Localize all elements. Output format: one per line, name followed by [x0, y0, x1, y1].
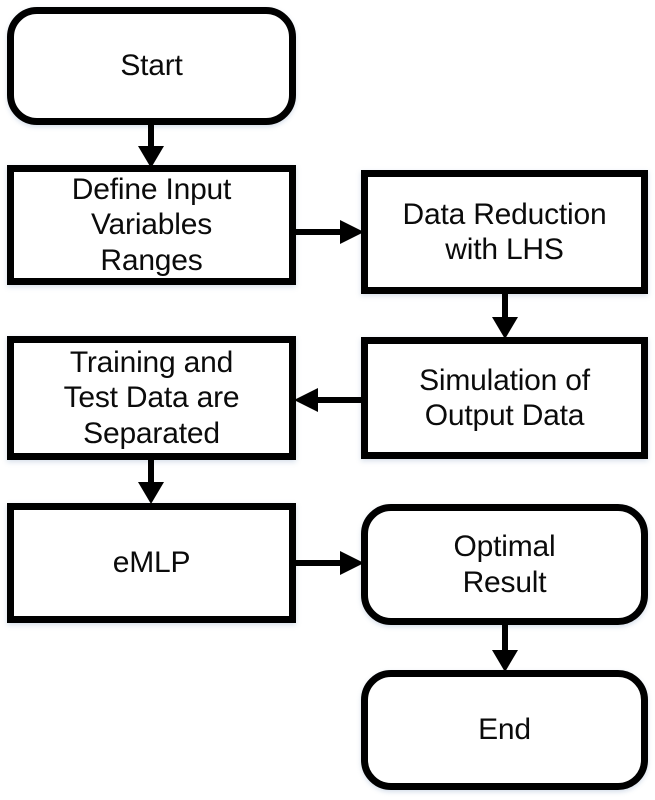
edge-data-reduction-to-simulation [482, 291, 528, 341]
node-data-reduction-label: Data Reduction with LHS [402, 197, 607, 266]
node-optimal-result[interactable]: Optimal Result [361, 504, 648, 625]
node-simulation[interactable]: Simulation of Output Data [361, 337, 648, 459]
node-data-reduction[interactable]: Data Reduction with LHS [361, 170, 648, 294]
edge-start-to-define-input [128, 122, 174, 170]
node-training[interactable]: Training and Test Data are Separated [7, 336, 296, 460]
node-training-label: Training and Test Data are Separated [63, 345, 240, 450]
edge-define-input-to-data-reduction [292, 210, 368, 254]
node-end-label: End [478, 713, 531, 747]
edge-training-to-emlp [128, 456, 174, 506]
node-emlp[interactable]: eMLP [7, 503, 296, 623]
edge-optimal-result-to-end [482, 622, 528, 674]
node-optimal-result-label: Optimal Result [453, 530, 556, 599]
edge-emlp-to-optimal-result [292, 541, 368, 585]
node-start[interactable]: Start [7, 7, 296, 125]
edge-simulation-to-training [290, 378, 368, 422]
node-start-label: Start [120, 49, 183, 83]
node-simulation-label: Simulation of Output Data [419, 363, 590, 432]
node-end[interactable]: End [361, 670, 648, 790]
node-define-input-label: Define Input Variables Ranges [71, 172, 232, 277]
node-define-input[interactable]: Define Input Variables Ranges [7, 165, 296, 285]
node-emlp-label: eMLP [112, 546, 191, 580]
